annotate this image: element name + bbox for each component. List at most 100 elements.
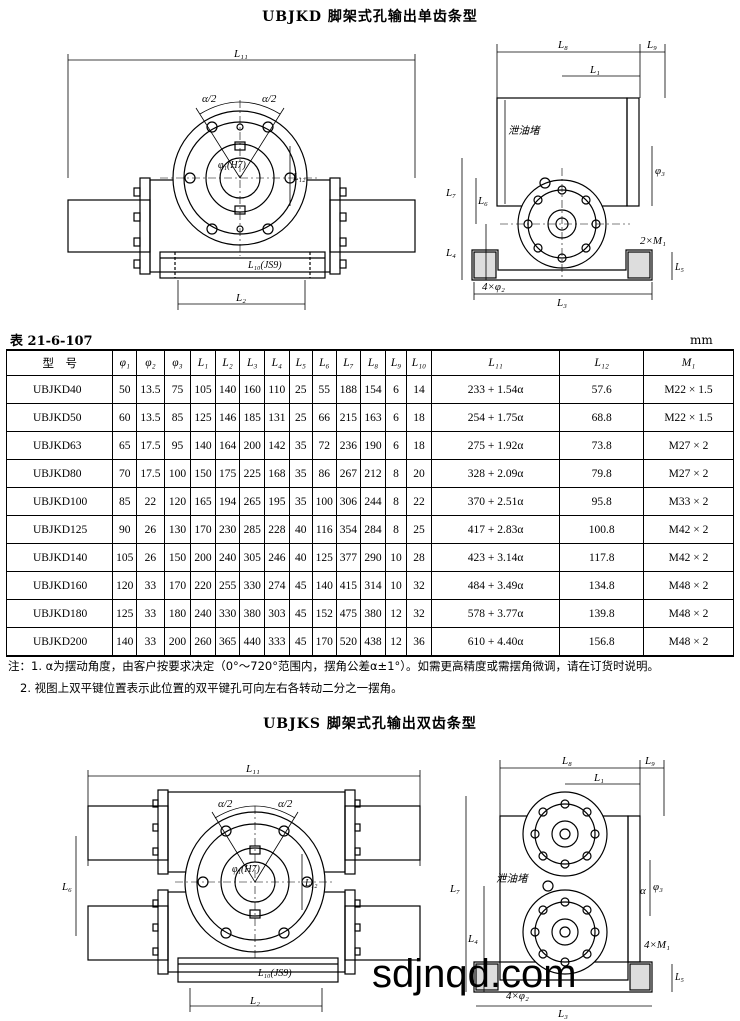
table-header: L₉ [384,349,408,376]
table-header: L₈ [360,349,386,376]
table-cell: 65 [112,431,138,460]
label-phi1-double: φ₁(H7) [232,864,261,875]
table-cell: 284 [360,515,386,544]
title-single-rack: UBJKD 脚架式孔输出单齿条型 [262,9,478,25]
table-cell: 170 [311,627,337,657]
table-cell: 150 [190,459,216,488]
label-l8-double: L₈ [561,755,572,767]
table-cell: 45 [288,627,313,657]
table-cell: 244 [360,487,386,516]
label-l2: L₂ [235,292,246,304]
label-l8: L₈ [557,39,568,51]
table-cell: 22 [406,487,432,516]
table-cell: 50 [112,375,138,404]
table-cell: 180 [163,599,192,628]
table-cell: 66 [311,403,337,432]
table-cell: 333 [264,627,290,657]
table-cell: 146 [214,403,241,432]
table-header: φ₂ [136,349,165,376]
drawing-single-rack: L₁₁ α/2 α/2 φ₁(H7) L₁₂ L₁₀(JS9) L₂ L₈ L₉… [67,39,685,310]
label-alpha-right-double: α/2 [278,798,293,810]
table-cell: 26 [136,543,165,572]
table-cell: 8 [384,487,408,516]
table-cell: 35 [288,459,313,488]
label-l9: L₉ [646,39,657,51]
table-cell: 134.8 [559,571,644,600]
table-cell: 154 [360,375,386,404]
table-cell: 188 [335,375,362,404]
table-cell: 215 [335,403,362,432]
table-cell: 150 [163,543,192,572]
table-cell: 36 [406,627,432,657]
label-alpha-right: α/2 [262,93,277,105]
table-cell: 55 [311,375,337,404]
label-l10: L₁₀(JS9) [247,260,282,271]
table-cell: 25 [288,403,313,432]
table-cell: 140 [190,431,216,460]
table-cell: M22 × 1.5 [643,375,734,404]
table-cell: 306 [335,487,362,516]
label-l4: L₄ [445,247,456,259]
table-cell: 255 [214,571,241,600]
table-cell: 13.5 [136,403,165,432]
table-cell: 200 [163,627,192,657]
table-cell: 225 [239,459,266,488]
table-cell: 125 [311,543,337,572]
table-cell: 438 [360,627,386,657]
table-cell: 314 [360,571,386,600]
model-cell: UBJKD125 [5,515,114,544]
label-l12: L₁₂ [292,172,306,183]
table-cell: 10 [384,571,408,600]
table-cell: M48 × 2 [643,599,734,628]
table-cell: 240 [190,599,216,628]
table-cell: 22 [136,487,165,516]
table-cell: 236 [335,431,362,460]
table-cell: M42 × 2 [643,515,734,544]
table-cell: 40 [288,543,313,572]
table-cell: 86 [311,459,337,488]
table-cell: 35 [288,431,313,460]
model-cell: UBJKD200 [5,627,114,657]
table-cell: 415 [335,571,362,600]
table-cell: 45 [288,599,313,628]
table-cell: M48 × 2 [643,627,734,657]
table-cell: 40 [288,515,313,544]
model-cell: UBJKD50 [5,403,114,432]
table-cell: 14 [406,375,432,404]
table-cell: 305 [239,543,266,572]
table-cell: 8 [384,515,408,544]
table-cell: 190 [360,431,386,460]
table-cell: 18 [406,403,432,432]
table-cell: 380 [360,599,386,628]
table-cell: 117.8 [559,543,644,572]
table-cell: 12 [384,599,408,628]
table-cell: 35 [288,487,313,516]
table-header: L₅ [288,349,313,376]
table-header: φ₃ [163,349,192,376]
table-cell: M27 × 2 [643,431,734,460]
table-header-row: 型 号 φ₁ φ₂ φ₃ L₁ L₂ L₃ L₄ L₅ L₆ L₇ L₈ L₉ … [5,349,734,376]
table-header: L₁ [190,349,216,376]
table-cell: 160 [239,375,266,404]
table-cell: 285 [239,515,266,544]
table-cell: 290 [360,543,386,572]
label-l5-double: L₅ [674,972,685,983]
label-phi3: φ₃ [655,165,665,177]
table-cell: 12 [384,627,408,657]
table-cell: 95.8 [559,487,644,516]
table-cell: 20 [406,459,432,488]
table-cell: 17.5 [136,459,165,488]
table-cell: 57.6 [559,375,644,404]
table-cell: 45 [288,571,313,600]
table-cell: 17.5 [136,431,165,460]
table-cell: 168 [264,459,290,488]
table-header: L₃ [239,349,266,376]
model-cell: UBJKD100 [5,487,114,516]
table-cell: 125 [190,403,216,432]
watermark: sdjnqd.com [372,952,577,996]
